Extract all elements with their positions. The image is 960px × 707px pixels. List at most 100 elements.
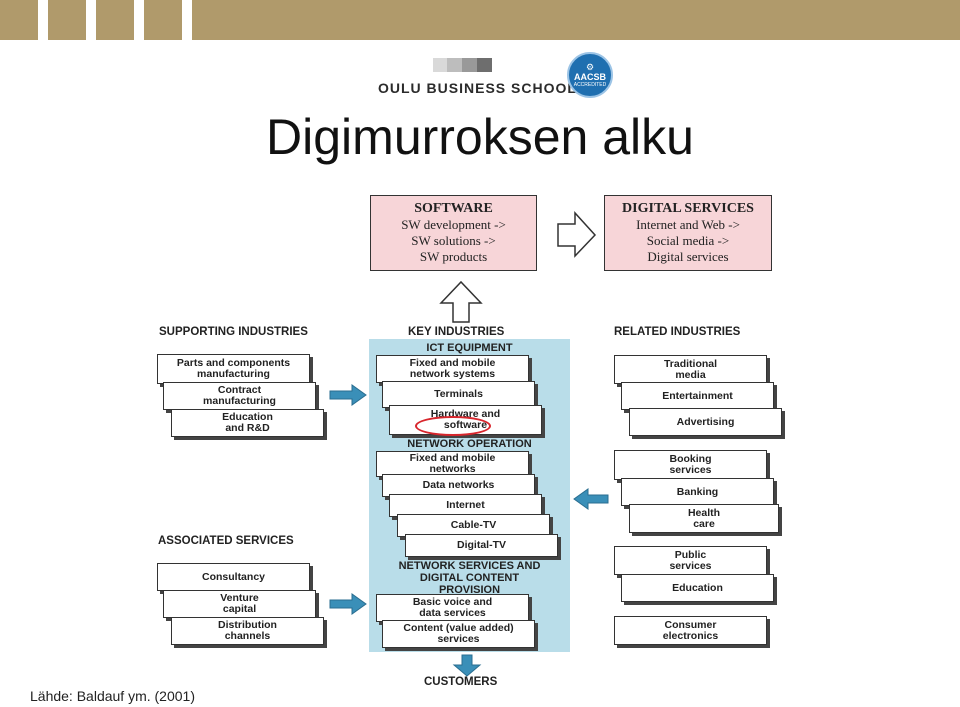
service-item: Content (value added)services — [382, 620, 535, 648]
card-line: networks — [429, 463, 476, 475]
highlight-oval — [415, 416, 491, 436]
card-line: services — [437, 633, 480, 645]
software-line: SW products — [419, 249, 488, 264]
blue-arrow-supporting — [329, 384, 367, 406]
card-line: capital — [222, 603, 257, 615]
card-line: Entertainment — [662, 389, 733, 402]
card-line: manufacturing — [203, 395, 276, 407]
software-heading: SOFTWARE — [414, 201, 493, 216]
card-line: Consultancy — [201, 570, 265, 583]
up-outline-arrow — [439, 280, 483, 323]
customers-heading: CUSTOMERS — [424, 676, 498, 688]
key-industries-heading: KEY INDUSTRIES — [408, 326, 505, 338]
subheading-line: DIGITAL CONTENT — [419, 572, 520, 584]
network-services-heading: NETWORK SERVICES AND DIGITAL CONTENT PRO… — [369, 560, 570, 596]
ict-item: Terminals — [382, 381, 535, 408]
card-line: Consumer — [664, 618, 717, 631]
school-name: OULU BUSINESS SCHOOL — [378, 80, 577, 96]
card-line: and R&D — [225, 422, 270, 434]
banner-square — [0, 0, 38, 40]
card-line: manufacturing — [197, 368, 270, 380]
card-line: Digital-TV — [457, 539, 506, 551]
card-line: Booking — [669, 453, 712, 465]
card-line: Contract — [217, 384, 262, 396]
card-line: Fixed and mobile — [409, 357, 496, 369]
subheading-line: PROVISION — [438, 584, 501, 596]
banner-bar — [192, 0, 960, 40]
card-line: media — [675, 368, 706, 381]
card-line: Hardware and — [430, 408, 501, 420]
aacsb-badge: ⚙ AACSB ACCREDITED — [567, 52, 613, 98]
card-line: care — [693, 517, 715, 530]
digital-line: Internet and Web -> — [636, 217, 740, 232]
card-line: Traditional — [663, 357, 718, 370]
digital-heading: DIGITAL SERVICES — [622, 201, 754, 216]
associated-item: Consultancy — [157, 563, 310, 591]
associated-services-heading: ASSOCIATED SERVICES — [158, 535, 294, 547]
badge-text: AACSB — [573, 72, 606, 82]
software-line: SW solutions -> — [411, 233, 496, 248]
network-item: Digital-TV — [405, 534, 558, 557]
related-item: Entertainment — [621, 382, 774, 410]
source-citation: Lähde: Baldauf ym. (2001) — [30, 688, 195, 704]
logo-block — [433, 58, 447, 72]
card-line: Content (value added) — [403, 622, 514, 634]
card-line: Data networks — [422, 479, 495, 491]
card-line: Public — [674, 548, 707, 561]
related-industries-heading: RELATED INDUSTRIES — [614, 326, 741, 338]
card-line: network systems — [409, 368, 496, 380]
right-outline-arrow — [557, 211, 597, 258]
network-item: Internet — [389, 494, 542, 517]
logo-block — [462, 58, 477, 72]
card-line: Internet — [446, 499, 485, 511]
banner-square — [144, 0, 182, 40]
card-line: services — [669, 464, 712, 476]
digital-line: Digital services — [647, 249, 729, 264]
digital-services-box: DIGITAL SERVICES Internet and Web -> Soc… — [604, 195, 772, 271]
banner-square — [96, 0, 134, 40]
ict-equipment-heading: ICT EQUIPMENT — [426, 342, 513, 354]
banner-square — [48, 0, 86, 40]
card-line: Advertising — [676, 415, 735, 428]
badge-subtext: ACCREDITED — [573, 82, 607, 88]
card-line: Fixed and mobile — [409, 452, 496, 464]
logo-block — [447, 58, 462, 72]
blue-arrow-related — [573, 488, 609, 510]
card-line: Distribution — [218, 619, 277, 631]
network-operation-heading: NETWORK OPERATION — [407, 438, 532, 450]
digital-line: Social media -> — [646, 233, 730, 248]
card-line: Venture — [220, 592, 259, 604]
page-title: Digimurroksen alku — [266, 109, 694, 165]
card-line: Education — [222, 411, 273, 423]
card-line: channels — [224, 630, 271, 642]
top-banner — [0, 0, 960, 40]
card-line: Terminals — [434, 388, 483, 400]
related-item: Education — [621, 574, 774, 602]
supporting-industries-heading: SUPPORTING INDUSTRIES — [159, 326, 308, 338]
card-line: electronics — [662, 629, 719, 642]
card-line: Banking — [676, 485, 719, 498]
card-line: Parts and components — [176, 357, 291, 369]
card-line: Education — [672, 581, 723, 594]
subheading-line: NETWORK SERVICES AND — [398, 560, 541, 572]
card-line: Cable-TV — [450, 519, 497, 531]
blue-arrow-associated — [329, 593, 367, 615]
logo-block — [477, 58, 492, 72]
related-item: Advertising — [629, 408, 782, 436]
software-box: SOFTWARE SW development -> SW solutions … — [370, 195, 537, 271]
card-line: data services — [419, 607, 486, 619]
